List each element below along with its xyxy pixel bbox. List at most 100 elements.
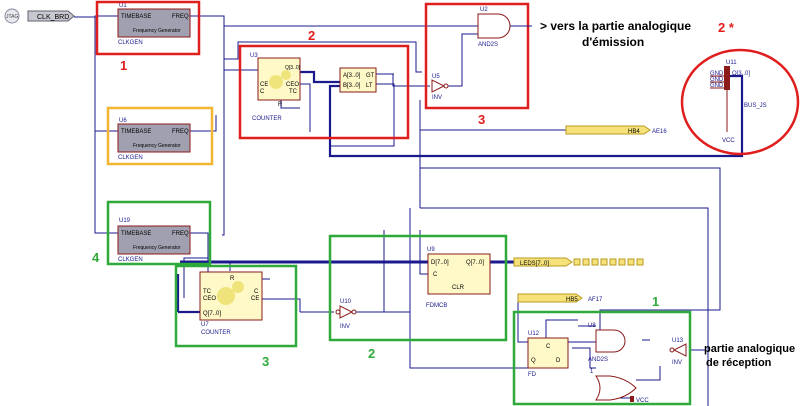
clkgen-u19[interactable]: U19 TIMEBASE FREQ Frequency Generator CL… — [117, 218, 191, 263]
u19-pin-out: FREQ — [172, 231, 189, 237]
u2-name: AND2S — [478, 42, 498, 48]
hb5-label: HB5 — [566, 297, 578, 303]
u1-ref: U1 — [119, 3, 127, 9]
u9-pin-clr: CLR — [452, 285, 465, 291]
u7-pin-c: C — [254, 289, 259, 295]
flipflop-u12[interactable]: U12 C Q D FD — [527, 331, 569, 378]
label-3-red: 3 — [478, 112, 485, 127]
red-ellipse-bus — [680, 48, 800, 156]
inverter-u10[interactable]: U10 INV — [335, 299, 357, 330]
port-leds[interactable]: LEDS[7..0] — [513, 257, 644, 267]
gate-bottom[interactable]: 1 VCC — [590, 369, 649, 404]
reception-line-2: de réception — [706, 357, 772, 369]
u19-ref: U19 — [119, 218, 131, 224]
red-box-1 — [95, 0, 201, 56]
counter-u3[interactable]: U3 Q[3..0] CE C CEO TC R COUNTER — [250, 53, 301, 122]
u9-pin-q: Q[7..0] — [466, 260, 484, 266]
u6-desc: Frequency Generator — [133, 143, 181, 149]
u1-pin-in: TIMEBASE — [121, 14, 151, 20]
port-clk-brd[interactable]: CLK_BRD — [27, 10, 75, 22]
green-box-1 — [512, 310, 692, 406]
yellow-box — [106, 106, 214, 166]
label-2-star: 2 * — [718, 20, 735, 35]
u11-ref: U11 — [726, 60, 737, 66]
u7-pin-q: Q[7..0] — [203, 311, 221, 317]
u7-ref: U7 — [201, 322, 209, 328]
u1-pin-out: FREQ — [172, 14, 189, 20]
and-gate-u8[interactable]: U8 AND2S — [588, 323, 626, 363]
reception-line-1: partie analogique — [704, 343, 795, 355]
u11-out: O[3..0] — [732, 71, 750, 77]
u11-gnd-2: GND — [710, 77, 724, 83]
u3-name: COUNTER — [252, 116, 282, 122]
u12-pin-q: Q — [531, 358, 536, 364]
gear-icon — [217, 281, 244, 305]
u12-name: FD — [528, 372, 537, 378]
hb4-label: HB4 — [628, 129, 640, 135]
bus-joiner-u11[interactable]: U11 GND GND GND O[3..0] BUS_JS VCC — [710, 60, 767, 144]
u6-pin-in: TIMEBASE — [121, 129, 151, 135]
label-3-green: 3 — [262, 354, 269, 369]
counter-u7[interactable]: R TC CEO Q[7..0] C CE U7 COUNTER — [199, 271, 263, 336]
gear-icon — [269, 70, 291, 89]
vcc-bottom: VCC — [636, 398, 649, 404]
emission-line-1: > vers la partie analogique — [540, 19, 691, 33]
inverter-u5[interactable]: U5 INV — [431, 74, 449, 101]
u11-name: BUS_JS — [744, 103, 767, 109]
u13-name: INV — [672, 360, 682, 366]
u9-name: FDMCB — [426, 303, 447, 309]
u19-pin-in: TIMEBASE — [121, 231, 151, 237]
red-box-2 — [238, 44, 410, 140]
u10-ref: U10 — [340, 299, 352, 305]
u11-vcc: VCC — [722, 138, 735, 144]
led-pads — [573, 258, 644, 266]
u13-ref: U13 — [672, 338, 684, 344]
port-hb5[interactable]: HB5 AF17 — [517, 293, 603, 303]
hb5-pin: AF17 — [588, 297, 603, 303]
u3-pin-r: R — [278, 102, 283, 108]
green-box-2 — [328, 234, 508, 342]
gnd-symbol: JTAG — [4, 8, 20, 24]
u11-gnd-1: GND — [710, 71, 724, 77]
u5-ref: U5 — [432, 74, 440, 80]
u3-pin-tc: TC — [289, 89, 298, 95]
label-1-red: 1 — [120, 58, 127, 73]
u6-name: CLKGEN — [118, 155, 143, 161]
inverter-u13[interactable]: U13 INV — [669, 338, 687, 366]
clkgen-u1[interactable]: U1 TIMEBASE FREQ Frequency Generator CLK… — [117, 3, 191, 46]
u5-name: INV — [432, 95, 442, 101]
port-hb4[interactable]: HB4 AE16 — [565, 125, 667, 135]
u11-gnd-3: GND — [710, 83, 724, 89]
u3-pin-c: C — [260, 89, 265, 95]
u3-pin-q: Q[3..0] — [285, 65, 301, 71]
u7-pin-ceo: CEO — [203, 296, 216, 302]
register-u9[interactable]: U9 D[7..0] Q[7..0] C CLR FDMCB — [426, 247, 491, 309]
and-gate-u2[interactable]: U2 AND2S — [477, 7, 511, 48]
u12-pin-c: C — [546, 344, 551, 350]
label-2-red: 2 — [308, 28, 315, 43]
u10-name: INV — [340, 324, 350, 330]
u7-name: COUNTER — [201, 330, 231, 336]
u7-pin-tc: TC — [203, 289, 212, 295]
comparator[interactable]: A[3..0] B[3..0] GT LT — [339, 67, 377, 93]
u9-ref: U9 — [427, 247, 435, 253]
red-box-3 — [424, 2, 530, 110]
u1-name: CLKGEN — [118, 40, 143, 46]
u8-name: AND2S — [588, 357, 608, 363]
u6-pin-out: FREQ — [172, 129, 189, 135]
u2-ref: U2 — [480, 7, 488, 13]
u3-ref: U3 — [250, 53, 258, 59]
u3-pin-ceo: CEO — [286, 82, 299, 88]
cmp-pin-gt: GT — [366, 73, 375, 79]
u8-ref: U8 — [588, 323, 596, 329]
u19-desc: Frequency Generator — [133, 245, 181, 251]
annotation-boxes — [95, 0, 800, 406]
label-2-green: 2 — [368, 346, 375, 361]
cmp-pin-b: B[3..0] — [343, 83, 361, 89]
u19-name: CLKGEN — [118, 257, 143, 263]
u7-pin-ce: CE — [251, 296, 259, 302]
u7-pin-r: R — [230, 276, 235, 282]
svg-text:JTAG: JTAG — [6, 14, 19, 20]
clkgen-u6[interactable]: U6 TIMEBASE FREQ Frequency Generator CLK… — [117, 118, 191, 161]
